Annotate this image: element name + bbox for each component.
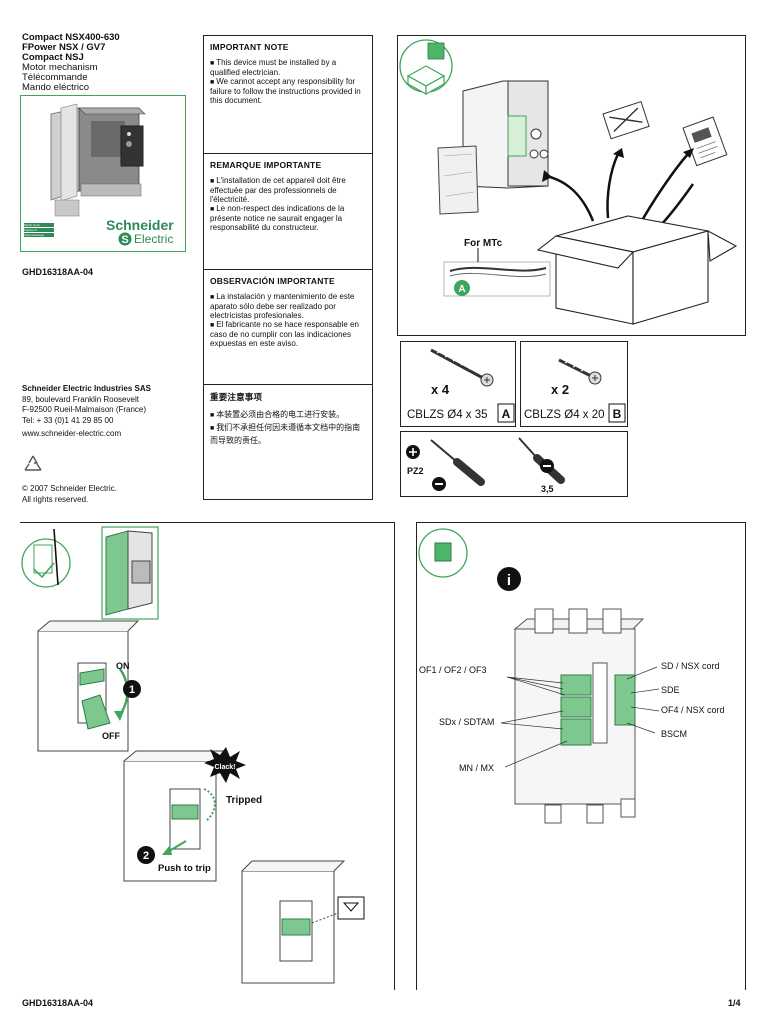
company-tel: Tel: + 33 (0)1 41 29 85 00 xyxy=(22,415,114,425)
trip-panel: 1 ON OFF Clack! Tripped 2 Push to trip xyxy=(20,522,395,990)
tripped-label: Tripped xyxy=(226,795,262,806)
screw-b-qty: x 2 xyxy=(551,382,569,397)
step2-badge: 2 xyxy=(143,850,149,862)
recycle-icon xyxy=(24,455,42,471)
aux-label-left: OF1 / OF2 / OF3 xyxy=(419,665,487,675)
note-bullet: 本装置必须由合格的电工进行安装。 xyxy=(210,409,366,422)
screw-box-b: x 2 CBLZS Ø4 x 20 B xyxy=(520,341,628,427)
screw-a-letter: A xyxy=(502,407,511,421)
on-label: ON xyxy=(116,661,130,671)
note-heading: 重要注意事项 xyxy=(210,392,263,402)
info-glyph: i xyxy=(507,572,511,589)
schneider-logo: Schneider S Electric xyxy=(106,218,174,246)
aux-label-right: SDE xyxy=(661,685,680,695)
triangle-down-icon xyxy=(342,902,360,912)
company-address2: F-92500 Rueil-Malmaison (France) xyxy=(22,405,147,414)
push-to-trip-label: Push to trip xyxy=(158,863,211,874)
note-fr: REMARQUE IMPORTANTE L'installation de ce… xyxy=(204,154,372,270)
cable-badge: A xyxy=(458,284,465,295)
badge: Merlin Gerin xyxy=(24,223,54,227)
screw-b-letter: B xyxy=(613,407,622,421)
trip-illustration: 1 ON OFF Clack! Tripped 2 Push to trip xyxy=(21,526,365,984)
title-line: FPower NSX / GV7 xyxy=(22,42,106,53)
company-address1: 89, boulevard Franklin Roosevelt xyxy=(22,394,139,404)
aux-label-left: SDx / SDTAM xyxy=(439,717,494,727)
svg-text:S: S xyxy=(121,234,128,246)
flat-size-label: 3,5 xyxy=(541,484,554,494)
note-heading: OBSERVACIÓN IMPORTANTE xyxy=(210,276,335,286)
schneider-s-icon: S xyxy=(118,232,132,246)
note-bullet: L'installation de cet appareil doit être… xyxy=(210,176,366,204)
copyright: © 2007 Schneider Electric. All rights re… xyxy=(22,484,117,505)
note-bullet: El fabricante no se hace responsable en … xyxy=(210,320,366,348)
for-mtc-label: For MTc xyxy=(464,238,503,249)
note-bullet: This device must be installed by a quali… xyxy=(210,58,366,77)
screw-a-ref: CBLZS Ø4 x 35 xyxy=(407,409,488,421)
clack-label: Clack! xyxy=(214,764,235,771)
aux-label-right: BSCM xyxy=(661,729,687,739)
product-photo-frame xyxy=(20,95,186,252)
auxiliaries-panel: i OF1 / OF2 / OF3 SDx / SDTAM MN / MX SD… xyxy=(416,522,746,990)
note-heading: REMARQUE IMPORTANTE xyxy=(210,160,322,170)
note-cn: 重要注意事项 本装置必须由合格的电工进行安装。 我们不承担任何因未遵循本文档中的… xyxy=(204,385,372,499)
aux-label-right: SD / NSX cord xyxy=(661,661,720,671)
footer-page-number: 1/4 xyxy=(728,998,741,1008)
aux-label-left: MN / MX xyxy=(459,763,494,773)
motor-mechanism-image xyxy=(50,103,146,217)
note-bullet: Le non-respect des indications de la pré… xyxy=(210,204,366,232)
unpacking-panel: A For MTc xyxy=(397,35,746,336)
title-line: Compact NSJ xyxy=(22,52,84,63)
screw-b-illustration: x 2 CBLZS Ø4 x 20 B xyxy=(524,358,626,423)
important-notes-column: IMPORTANT NOTE This device must be insta… xyxy=(203,35,373,500)
badge: Telemecanique xyxy=(24,233,54,237)
footer-code: GHD16318AA-04 xyxy=(22,998,94,1008)
screw-b-ref: CBLZS Ø4 x 20 xyxy=(524,409,605,421)
company-block: Schneider Electric Industries SAS 89, bo… xyxy=(22,384,151,440)
company-web[interactable]: www.schneider-electric.com xyxy=(22,429,122,438)
note-es: OBSERVACIÓN IMPORTANTE La instalación y … xyxy=(204,270,372,385)
screw-box-a: x 4 CBLZS Ø4 x 35 A xyxy=(400,341,516,427)
note-bullet: La instalación y mantenimiento de este a… xyxy=(210,292,366,320)
screw-a-illustration: x 4 CBLZS Ø4 x 35 A xyxy=(407,348,515,423)
logo-line2: Electric xyxy=(134,232,174,246)
step1-badge: 1 xyxy=(129,684,135,696)
subtitle-line: Mando eléctrico xyxy=(22,82,90,93)
doc-code: GHD16318AA-04 xyxy=(22,267,94,277)
screwdrivers-illustration: PZ2 3,5 xyxy=(406,437,565,494)
copyright-line: © 2007 Schneider Electric. xyxy=(22,484,117,493)
title-line: Compact NSX400-630 xyxy=(22,32,120,43)
document-title: Compact NSX400-630 FPower NSX / GV7 Comp… xyxy=(22,33,120,93)
auxiliaries-illustration: i OF1 / OF2 / OF3 SDx / SDTAM MN / MX SD… xyxy=(418,528,725,824)
screw-a-qty: x 4 xyxy=(431,382,450,397)
copyright-line: All rights reserved. xyxy=(22,494,89,504)
subtitle-line: Télécommande xyxy=(22,72,88,83)
badge: Square D xyxy=(24,228,54,232)
company-name: Schneider Electric Industries SAS xyxy=(22,384,151,393)
note-en: IMPORTANT NOTE This device must be insta… xyxy=(204,36,372,154)
off-label: OFF xyxy=(102,731,120,741)
tools-box: PZ2 3,5 xyxy=(400,431,628,497)
note-bullet: 我们不承担任何因未遵循本文档中的指南而导致的责任。 xyxy=(210,422,366,447)
subtitle-line: Motor mechanism xyxy=(22,62,98,73)
info-icon xyxy=(497,567,521,591)
unpacking-illustration: A For MTc xyxy=(399,39,738,325)
logo-line1: Schneider xyxy=(106,217,174,233)
pz-label: PZ2 xyxy=(407,466,424,476)
brand-badges: Merlin Gerin Square D Telemecanique xyxy=(24,223,54,237)
note-heading: IMPORTANT NOTE xyxy=(210,42,289,52)
note-bullet: We cannot accept any responsibility for … xyxy=(210,77,366,105)
aux-label-right: OF4 / NSX cord xyxy=(661,705,725,715)
